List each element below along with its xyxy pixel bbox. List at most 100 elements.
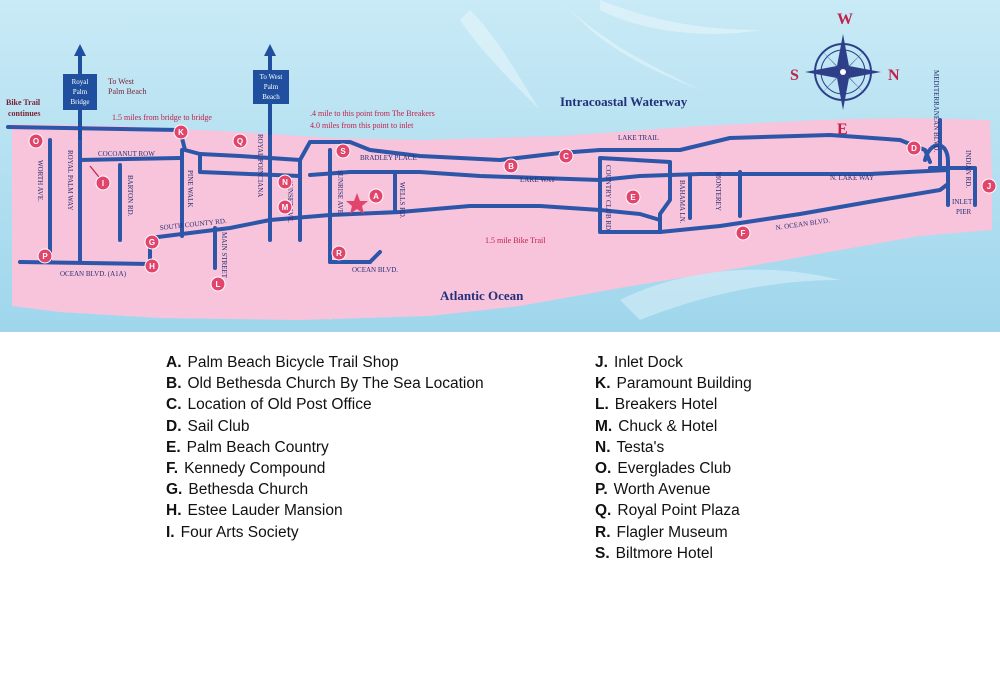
road-label-mediterranean-blvd: MEDITERRANEAN BLVD. [932,70,940,152]
marker-circle [906,140,922,156]
legend-name: Kennedy Compound [184,460,326,478]
breakers-distance-line2: 4.0 miles from this point to inlet [310,121,414,130]
marker-h: H [144,258,160,274]
road-label-barton-rd: BARTON RD. [126,175,134,217]
marker-letter: S [340,147,346,156]
legend-name: Four Arts Society [180,523,299,541]
legend-item: Q.Royal Point Plaza [595,500,752,521]
road-label-country-club-rd: COUNTRY CLUB RD. [604,165,612,232]
marker-letter: Q [237,137,243,146]
legend-letter: S. [595,544,610,562]
bike-trail-distance: 1.5 mile Bike Trail [485,236,546,245]
marker-letter: M [282,203,289,212]
marker-letter: C [563,152,569,161]
marker-letter: H [149,262,155,271]
legend-item: A.Palm Beach Bicycle Trail Shop [166,352,484,373]
inlet-pier-label-2: PIER [956,208,972,216]
road-label-worth-ave: WORTH AVE. [36,160,44,202]
road-label-lake-way: LAKE WAY [520,176,556,184]
marker-d: D [906,140,922,156]
marker-p: P [37,248,53,264]
legend-item: P.Worth Avenue [595,479,752,500]
legend-item: N. Testa's [595,437,752,458]
marker-letter: I [102,179,104,188]
road-label-ocean-blvd-a1a: OCEAN BLVD. (A1A) [60,270,127,278]
marker-letter: R [336,249,342,258]
legend-letter: G. [166,481,183,499]
marker-circle [368,188,384,204]
marker-a: A [368,188,384,204]
road-label-indian-rd: INDIAN RD. [964,150,972,188]
marker-g: G [144,234,160,250]
legend-name: Location of Old Post Office [187,396,372,414]
legend-name: Chuck & Hotel [618,417,718,435]
marker-circle [625,189,641,205]
marker-e: E [625,189,641,205]
legend-letter: D. [166,417,182,435]
marker-circle [735,225,751,241]
legend-item: O.Everglades Club [595,458,752,479]
legend-name: Estee Lauder Mansion [187,502,343,520]
legend-item: I.Four Arts Society [166,522,484,543]
legend-letter: C. [166,396,182,414]
road-label-ocean-blvd-mid: OCEAN BLVD. [352,266,398,274]
marker-circle [277,174,293,190]
legend-letter: O. [595,460,612,478]
bike-shop-star-icon [346,193,368,214]
legend-item: D.Sail Club [166,416,484,437]
legend-letter: N. [595,438,611,456]
roads [6,118,977,270]
bike-trail-continues-label-2: continues [8,109,40,118]
marker-letter: N [282,178,288,187]
marker-circle [95,175,111,191]
marker-s: S [335,143,351,159]
to-west-palm-beach-label-left-2: Palm Beach [108,87,146,96]
legend-name: Worth Avenue [613,481,711,499]
marker-i: I [95,175,111,191]
marker-letter: F [741,229,746,238]
road-label-royal-palm-way: ROYAL PALM WAY [66,150,74,211]
legend-item: J.Inlet Dock [595,352,752,373]
marker-letter: G [149,238,155,247]
legend-name: Flagler Museum [616,523,728,541]
marker-letter: K [178,128,184,137]
marker-r: R [331,245,347,261]
royal-palm-bridge-sign: Royal Palm Bridge [63,44,97,140]
marker-letter: D [911,144,917,153]
legend-letter: H. [166,502,182,520]
to-west-palm-beach-label-left: To West [108,77,135,86]
road-label-cocoanut-row: COCOANUT ROW [98,150,155,158]
sign-line: Bridge [70,98,89,106]
marker-letter: P [42,252,48,261]
legend-item: K.Paramount Building [595,373,752,394]
legend-letter: J. [595,354,608,371]
road-label-royal-poinciana: ROYAL POINCIANA [256,134,264,197]
compass-south: S [790,67,799,84]
compass-rose: W S N E [790,11,900,138]
marker-circle [210,276,226,292]
legend-item: L. Breakers Hotel [595,394,752,415]
marker-n: N [277,174,293,190]
breakers-distance-line1: .4 mile to this point from The Breakers [310,109,435,118]
marker-l: L [210,276,226,292]
legend-item: B.Old Bethesda Church By The Sea Locatio… [166,373,484,394]
compass-east: E [837,121,848,138]
legend-name: Testa's [616,438,665,456]
legend-name: Breakers Hotel [614,396,718,414]
legend-letter: L. [595,396,609,414]
sign-line: To West [260,73,283,81]
legend-letter: B. [166,375,182,393]
marker-circle [503,158,519,174]
marker-q: Q [232,133,248,149]
road-label-main-street: MAIN STREET [220,232,228,279]
legend-item: G.Bethesda Church [166,479,484,500]
marker-circle [331,245,347,261]
marker-circle [37,248,53,264]
sign-line: Palm [264,83,279,91]
legend-letter: A. [166,354,182,371]
marker-circle [173,124,189,140]
marker-circle [981,178,997,194]
